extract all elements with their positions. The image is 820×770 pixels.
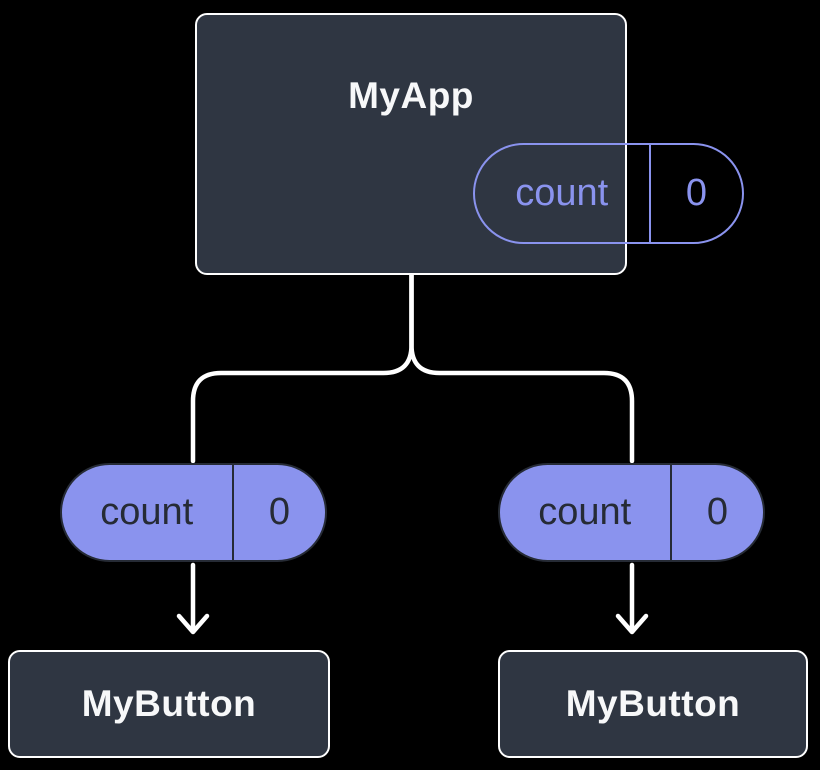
node-mybutton-left: MyButton bbox=[8, 650, 330, 758]
branch-right-line bbox=[409, 269, 635, 464]
prop-pill-name: count bbox=[538, 491, 632, 533]
connector-group bbox=[176, 269, 649, 635]
prop-pill-left: count 0 bbox=[60, 463, 327, 562]
pill-divider bbox=[231, 465, 234, 560]
prop-pill-right: count 0 bbox=[498, 463, 765, 562]
pill-divider bbox=[648, 145, 651, 242]
node-myapp: MyApp count 0 bbox=[195, 13, 744, 275]
state-pill-name: count bbox=[515, 172, 609, 214]
node-mybutton-left-title: MyButton bbox=[81, 683, 257, 724]
state-pill-value: 0 bbox=[685, 172, 708, 214]
prop-pill-name: count bbox=[100, 491, 194, 533]
pill-divider bbox=[669, 465, 672, 560]
prop-pill-value: 0 bbox=[706, 491, 729, 533]
arrow-left-head-icon bbox=[176, 613, 210, 635]
prop-pill-value: 0 bbox=[268, 491, 291, 533]
node-myapp-title: MyApp bbox=[348, 75, 474, 116]
node-mybutton-right-title: MyButton bbox=[565, 683, 741, 724]
branch-left-line bbox=[190, 269, 414, 464]
node-mybutton-right: MyButton bbox=[498, 650, 808, 758]
arrow-right-head-icon bbox=[615, 613, 649, 635]
state-pill-myapp: count 0 bbox=[473, 143, 744, 244]
